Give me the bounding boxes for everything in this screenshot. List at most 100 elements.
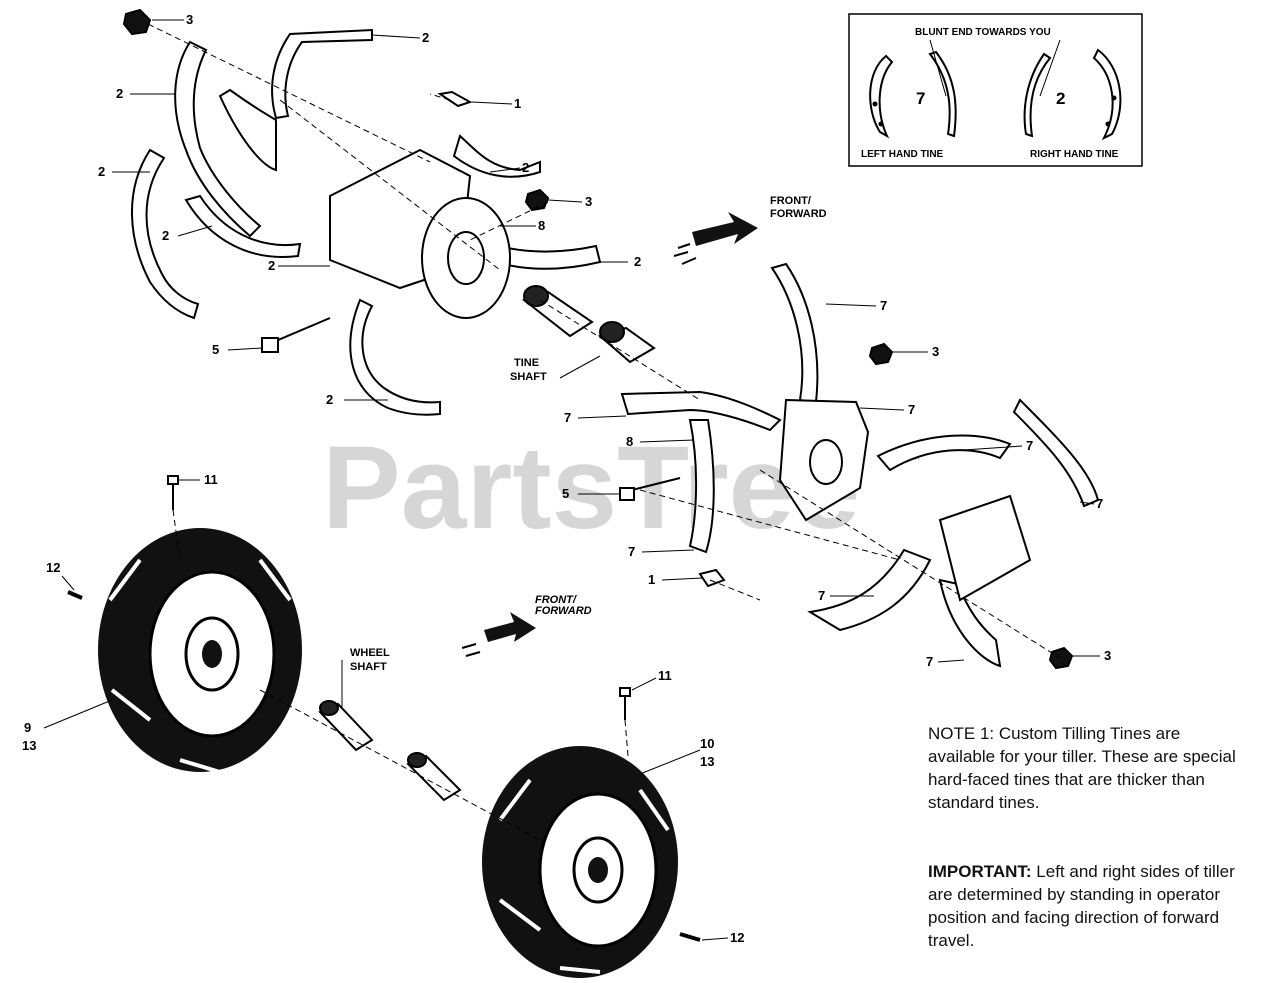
- callout-7: 7: [1096, 496, 1103, 511]
- tine-shaft-label-l2: SHAFT: [510, 371, 547, 383]
- callout-5: 5: [212, 342, 219, 357]
- tine-orientation-inset: BLUNT END TOWARDS YOU 7 LEFT HAND TINE 2…: [848, 13, 1143, 167]
- right-hardware: [619, 342, 1074, 670]
- callout-2: 2: [162, 228, 169, 243]
- inset-frame: [848, 13, 1143, 167]
- callout-3: 3: [932, 344, 939, 359]
- tine-7-e: [1012, 398, 1100, 508]
- wheel-shaft-label-l2: SHAFT: [350, 661, 387, 673]
- left-tine-assembly: [130, 28, 602, 416]
- tine-mount-plate: [218, 88, 277, 172]
- callout-1: 1: [514, 96, 521, 111]
- callout-7: 7: [1026, 438, 1033, 453]
- front-forward-lower-l1: FRONT/: [535, 594, 578, 606]
- callout-7: 7: [818, 588, 825, 603]
- callout-2: 2: [116, 86, 123, 101]
- tine-7-g: [938, 578, 1002, 668]
- upper-hardware: [122, 8, 550, 353]
- tine-7-f: [807, 548, 932, 632]
- callout-9: 9: [24, 720, 31, 735]
- inset-header: BLUNT END TOWARDS YOU: [915, 27, 1051, 38]
- inset-right-number: 2: [1056, 89, 1065, 108]
- tine-2-a: [174, 40, 262, 238]
- tine-7-b: [620, 390, 782, 432]
- leader-lines: [43, 19, 1100, 941]
- callout-2: 2: [634, 254, 641, 269]
- callout-2: 2: [98, 164, 105, 179]
- bolt-1-upper: [437, 90, 473, 108]
- wheel-hardware: [67, 475, 701, 942]
- nut-3-bottom: [1048, 646, 1074, 670]
- front-forward-lower-l2: FORWARD: [535, 605, 592, 617]
- callout-3: 3: [585, 194, 592, 209]
- tine-mount-right: [938, 494, 1032, 602]
- tine-2-e: [452, 134, 541, 178]
- front-forward-upper-l2: FORWARD: [770, 208, 827, 220]
- inset-left-number: 7: [916, 89, 925, 108]
- left-tine-sketch-b: [928, 50, 957, 138]
- important-text: Left and right sides of tiller are deter…: [928, 862, 1235, 950]
- callout-13: 13: [22, 738, 36, 753]
- callout-5: 5: [562, 486, 569, 501]
- tine-2-d: [271, 28, 373, 120]
- callout-3: 3: [186, 12, 193, 27]
- shaft-labels: TINE SHAFT WHEEL SHAFT: [350, 357, 547, 673]
- tine-shaft-label-l1: TINE: [514, 357, 539, 369]
- wheel-shaft: [318, 700, 462, 802]
- watermark-text: PartsTree: [322, 422, 860, 554]
- callout-11: 11: [658, 668, 672, 683]
- front-forward-upper-l1: FRONT/: [770, 195, 811, 207]
- direction-arrow-lower: FRONT/ FORWARD: [461, 594, 592, 657]
- bolt-1-right: [698, 568, 726, 588]
- callout-7: 7: [564, 410, 571, 425]
- callout-12: 12: [46, 560, 60, 575]
- clip-12-left: [67, 590, 83, 600]
- callout-8: 8: [538, 218, 545, 233]
- callout-12: 12: [730, 930, 744, 945]
- pin-11-right: [619, 687, 631, 697]
- tine-7-d: [876, 434, 1012, 472]
- right-tine-sketch-b: [1092, 48, 1122, 141]
- inset-right-label: RIGHT HAND TINE: [1030, 149, 1119, 160]
- callout-7: 7: [880, 298, 887, 313]
- wheel-left: [98, 528, 302, 774]
- callout-7: 7: [628, 544, 635, 559]
- callout-13: 13: [700, 754, 714, 769]
- callout-2: 2: [522, 160, 529, 175]
- callout-11: 11: [204, 472, 218, 487]
- callout-7: 7: [908, 402, 915, 417]
- note-1: NOTE 1: Custom Tilling Tines are availab…: [928, 724, 1236, 812]
- callout-2: 2: [268, 258, 275, 273]
- nut-3-upper: [524, 188, 550, 212]
- right-tine-assembly: [620, 262, 1100, 668]
- left-tine-sketch-a: [869, 54, 894, 139]
- nut-3-right: [868, 342, 894, 366]
- wheel-right: [482, 746, 678, 978]
- important-note: IMPORTANT: Left and right sides of tille…: [928, 860, 1248, 952]
- important-label: IMPORTANT:: [928, 862, 1032, 881]
- right-tine-sketch-a: [1023, 52, 1052, 138]
- tine-2-b: [130, 148, 200, 320]
- callout-labels: 3 2 2 1 2 2 3 8 2 2 2 7 5 3 2 7 7 8 7 11…: [22, 12, 1111, 945]
- callout-7: 7: [926, 654, 933, 669]
- callout-3: 3: [1104, 648, 1111, 663]
- nut-3-top: [122, 8, 152, 36]
- callout-2: 2: [326, 392, 333, 407]
- hub-bore-right: [809, 439, 843, 485]
- callout-1: 1: [648, 572, 655, 587]
- tine-shaft: [521, 285, 656, 364]
- callout-8: 8: [626, 434, 633, 449]
- direction-arrow-upper: FRONT/ FORWARD: [673, 195, 827, 265]
- tine-2-f: [349, 298, 441, 416]
- callout-2: 2: [422, 30, 429, 45]
- callout-10: 10: [700, 736, 714, 751]
- inset-left-label: LEFT HAND TINE: [861, 149, 944, 160]
- clip-12-right: [679, 932, 701, 942]
- tine-7-c: [688, 419, 715, 554]
- watermark: PartsTree TM: [322, 422, 920, 554]
- pin-11-left: [167, 475, 179, 485]
- wheel-shaft-label-l1: WHEEL: [350, 647, 390, 659]
- hub-bore: [447, 231, 485, 285]
- tine-7-a: [770, 262, 819, 404]
